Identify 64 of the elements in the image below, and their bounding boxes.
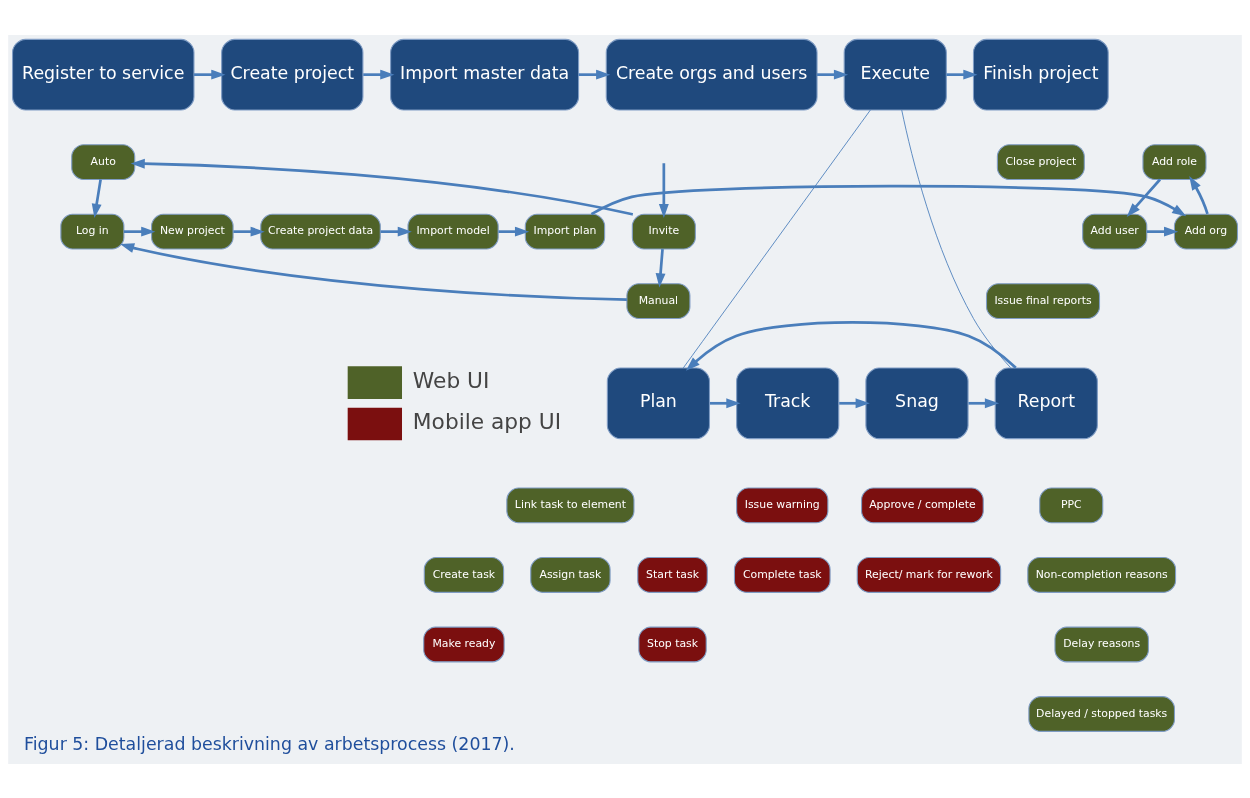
- arrow: [817, 69, 849, 80]
- node-box: Report: [994, 366, 1098, 439]
- node-box: Start task: [637, 556, 708, 593]
- node-box: Complete task: [733, 556, 831, 593]
- arrow: [839, 397, 870, 408]
- arrow: [946, 69, 978, 80]
- arrow: [130, 158, 634, 216]
- node-box: Delayed / stopped tasks: [1028, 695, 1175, 732]
- node-box: Link task to element: [506, 487, 635, 523]
- node-box: Import master data: [390, 38, 580, 110]
- arrow: [658, 162, 669, 218]
- node-box: Create orgs and users: [605, 38, 818, 110]
- arrow: [709, 397, 741, 408]
- node-box: Log in: [60, 213, 125, 250]
- node-box: Add org: [1173, 213, 1239, 250]
- arrow: [120, 242, 627, 301]
- node-box: Close project: [996, 143, 1085, 180]
- node-box: Plan: [606, 366, 710, 439]
- arrow: [1189, 175, 1209, 214]
- node-box: Issue final reports: [985, 282, 1101, 319]
- node-box: Create project: [221, 38, 364, 110]
- caption: Figur 5: Detaljerad beskrivning av arbetsprocess (2017).: [24, 733, 515, 754]
- node-box: Execute: [843, 38, 947, 110]
- node-box: Create task: [423, 556, 505, 593]
- node-box: Auto: [71, 143, 136, 180]
- arrow: [498, 226, 530, 237]
- arrow: [124, 226, 156, 237]
- node-box: Issue warning: [736, 487, 829, 523]
- arrow: [578, 69, 611, 80]
- node-box: Create project data: [260, 213, 381, 250]
- arrow: [685, 320, 1017, 371]
- node-box: Invite: [631, 213, 696, 250]
- node-box: Track: [736, 366, 840, 439]
- node-box: Snag: [865, 366, 969, 439]
- node-box: PPC: [1039, 487, 1104, 523]
- legend-label: Mobile app UI: [412, 408, 562, 434]
- arrow: [968, 397, 1000, 408]
- node-box: Finish project: [972, 38, 1109, 110]
- arrow: [590, 184, 1187, 216]
- arrow: [91, 178, 102, 218]
- connector: [901, 109, 1011, 368]
- arrow: [1126, 178, 1162, 217]
- arrow: [363, 69, 395, 80]
- arrow: [380, 226, 412, 237]
- node-box: Add role: [1142, 143, 1207, 180]
- connector: [682, 109, 871, 368]
- arrow: [233, 226, 265, 237]
- node-box: Manual: [626, 282, 691, 319]
- node-box: Assign task: [530, 556, 611, 593]
- arrow: [1146, 226, 1179, 237]
- arrow: [655, 248, 666, 288]
- legend-label: Web UI: [412, 367, 490, 393]
- node-box: Register to service: [11, 38, 195, 110]
- node-box: Add user: [1082, 213, 1148, 250]
- node-box: Reject/ mark for rework: [856, 556, 1002, 593]
- node-box: New project: [151, 213, 234, 250]
- node-box: Stop task: [638, 626, 707, 662]
- node-box: Non-completion reasons: [1027, 556, 1177, 593]
- node-box: Import model: [407, 213, 499, 250]
- node-box: Delay reasons: [1054, 626, 1149, 662]
- arrow: [194, 69, 226, 80]
- node-box: Make ready: [423, 626, 505, 662]
- node-box: Approve / complete: [861, 487, 984, 523]
- node-box: Import plan: [524, 213, 606, 250]
